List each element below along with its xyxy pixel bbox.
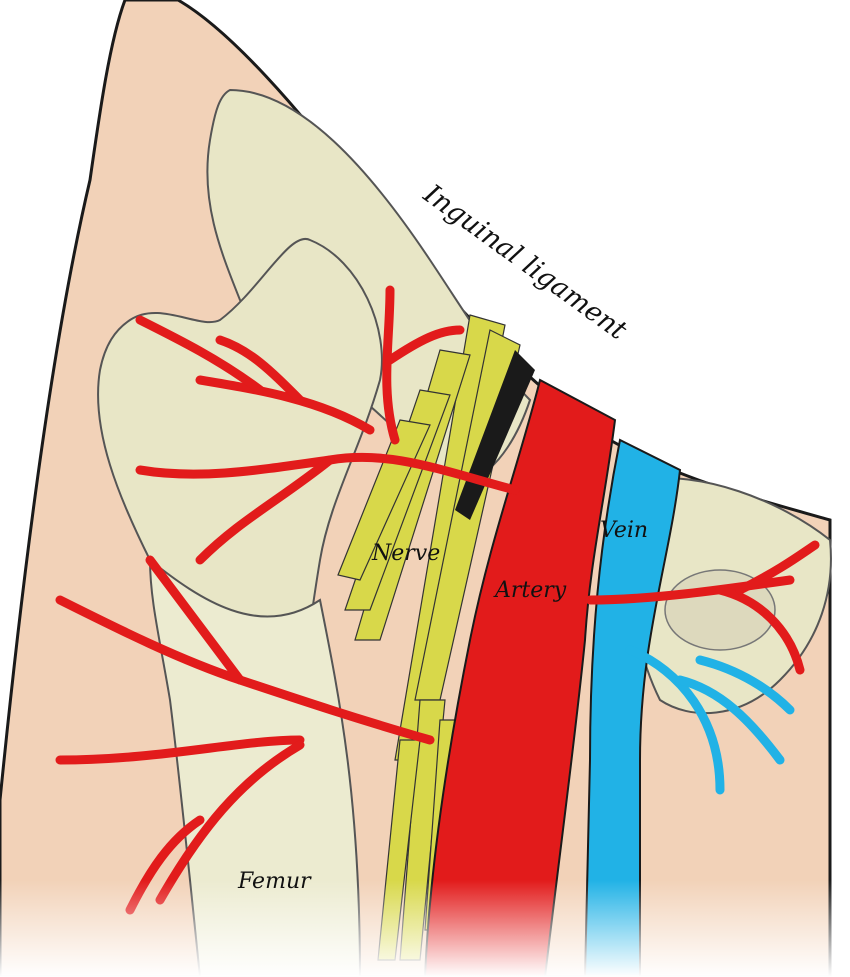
vein-branches <box>625 645 795 795</box>
femoral-artery <box>423 378 617 977</box>
femoral-vein <box>583 438 682 977</box>
femur-head <box>97 237 383 783</box>
femur-label: Femur <box>237 869 312 894</box>
artery-branches <box>55 285 820 915</box>
nerve-label: Nerve <box>371 541 440 566</box>
artery-label: Artery <box>493 578 567 603</box>
bottom-fade <box>0 880 850 977</box>
vein-label: Vein <box>600 518 648 543</box>
